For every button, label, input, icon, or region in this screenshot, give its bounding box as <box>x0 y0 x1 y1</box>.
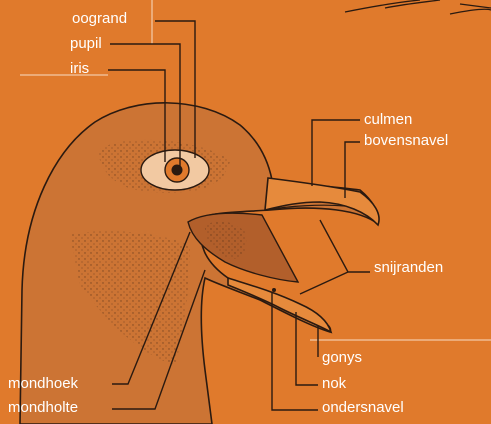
label-pupil: pupil <box>70 36 102 52</box>
eye <box>141 150 209 190</box>
leader-culmen <box>312 120 360 186</box>
label-nok: nok <box>322 376 346 392</box>
label-bovensnavel: bovensnavel <box>364 133 448 149</box>
upper-beak <box>265 178 379 225</box>
label-ondersnavel: ondersnavel <box>322 400 404 416</box>
gonys-spot <box>272 288 276 292</box>
label-mondholte: mondholte <box>8 400 78 416</box>
label-mondhoek: mondhoek <box>8 376 78 392</box>
label-snijranden: snijranden <box>374 260 443 276</box>
pupil-circle <box>172 165 183 176</box>
label-culmen: culmen <box>364 112 412 128</box>
label-gonys: gonys <box>322 350 362 366</box>
label-iris: iris <box>70 61 89 77</box>
label-oogrand: oogrand <box>72 11 127 27</box>
leader-snijranden <box>300 220 370 294</box>
wing-sketch-strokes <box>345 0 491 14</box>
lower-beak <box>228 278 331 332</box>
